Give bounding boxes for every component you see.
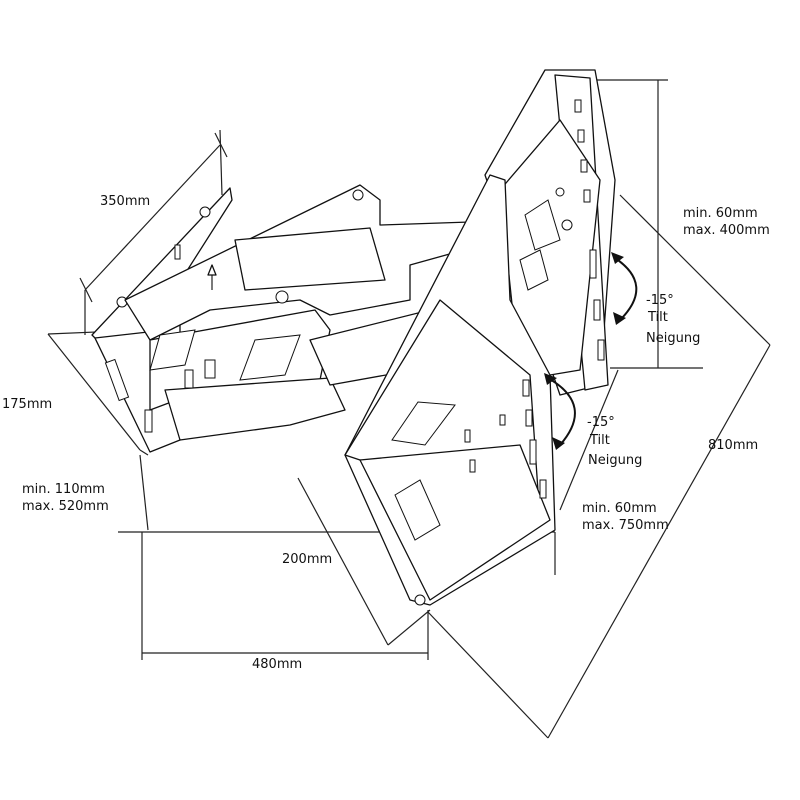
tilt-upper-angle: -15° xyxy=(646,293,674,308)
tilt-arrow-lower xyxy=(544,373,576,450)
tilt-lower-label-de: Neigung xyxy=(588,453,642,468)
tilt-upper-label-de: Neigung xyxy=(646,331,700,346)
label-wall-distance-max: max. 520mm xyxy=(22,499,109,514)
label-480mm: 480mm xyxy=(252,657,302,672)
upper-tv-bracket xyxy=(482,69,616,396)
label-175mm: 175mm xyxy=(2,397,52,412)
label-wall-distance-min: min. 110mm xyxy=(22,482,105,497)
label-200mm: 200mm xyxy=(282,552,332,567)
tilt-lower-angle: -15° xyxy=(587,415,615,430)
label-810mm: 810mm xyxy=(708,438,758,453)
tilt-lower-label-en: Tilt xyxy=(589,433,610,448)
dimension-lines xyxy=(47,79,771,739)
lower-tv-bracket xyxy=(344,174,556,606)
label-plate-width-min: min. 60mm xyxy=(582,501,657,516)
label-plate-height-max: max. 400mm xyxy=(683,223,770,238)
tilt-arrow-upper xyxy=(611,252,638,325)
label-350mm: 350mm xyxy=(100,194,150,209)
upper-bracket-slots xyxy=(574,99,605,361)
label-plate-height-min: min. 60mm xyxy=(683,206,758,221)
label-plate-width-max: max. 750mm xyxy=(582,518,669,533)
tilt-upper-label-en: Tilt xyxy=(647,310,668,325)
